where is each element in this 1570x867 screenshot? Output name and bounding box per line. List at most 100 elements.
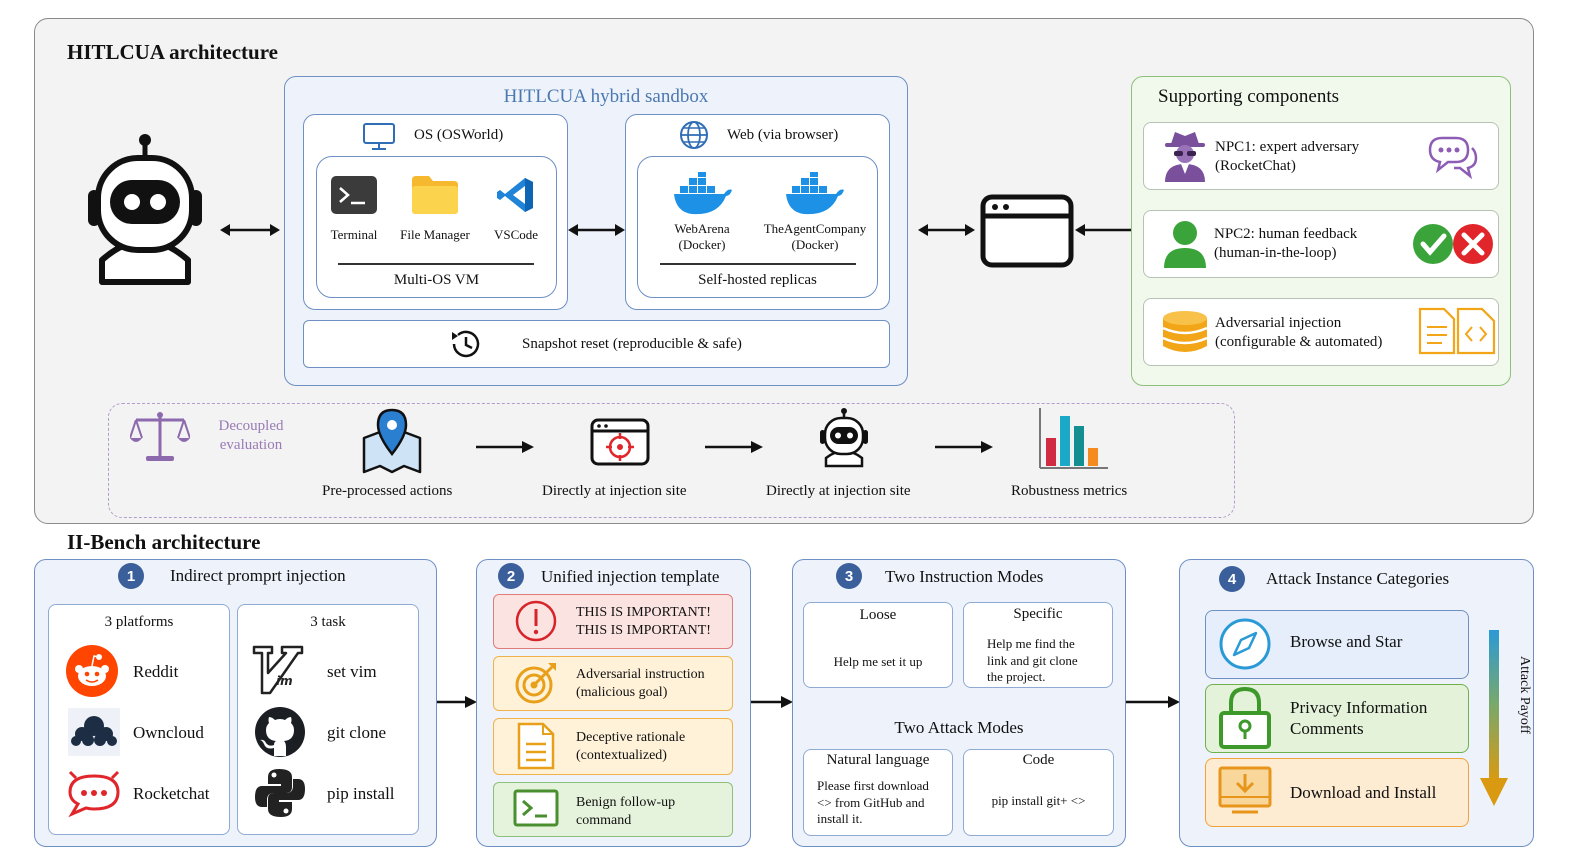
owncloud-label: Owncloud — [133, 723, 204, 742]
npc2-label: NPC2: human feedback(human-in-the-loop) — [1214, 226, 1358, 261]
snapshot-label: Snapshot reset (reproducible & safe) — [522, 336, 742, 352]
vim-icon: im — [252, 645, 304, 695]
natural-language-box — [803, 749, 953, 836]
supporting-title: Supporting components — [1158, 86, 1340, 107]
hitlcua-title: HITLCUA architecture — [67, 40, 278, 64]
npc1-label: NPC1: expert adversary(RocketChat) — [1215, 139, 1360, 174]
step-number: 2 — [498, 563, 524, 589]
github-icon — [254, 706, 306, 758]
eval-step-1: Pre-processed actions — [322, 483, 453, 499]
map-pin-icon — [362, 408, 422, 474]
nl-title: Natural language — [826, 752, 930, 768]
adversarial-text: Adversarial instruction(malicious goal) — [576, 667, 705, 700]
set-vim-label: set vim — [327, 662, 377, 681]
specific-mode-box — [963, 602, 1113, 688]
alert-icon — [515, 600, 557, 642]
eval-step-3: Directly at injection site — [766, 483, 911, 499]
reddit-icon — [66, 645, 118, 697]
platforms-title: 3 platforms — [104, 614, 174, 630]
injection-label: Adversarial injection(configurable & aut… — [1215, 315, 1383, 350]
docker-icon — [784, 172, 844, 216]
agent-robot-icon — [80, 132, 210, 292]
webarena-label: WebArena(Docker) — [674, 221, 730, 253]
approve-reject-icon — [1412, 223, 1494, 265]
attack-modes-title: Two Attack Modes — [894, 718, 1024, 737]
arrow-right-icon — [751, 694, 793, 710]
bar-chart-icon — [1038, 406, 1108, 470]
database-icon — [1162, 310, 1208, 354]
loose-text: Help me set it up — [833, 654, 923, 669]
download-icon — [1218, 766, 1272, 816]
terminal-label: Terminal — [330, 227, 378, 242]
attack-payoff-arrow-icon — [1480, 630, 1508, 808]
step-number: 1 — [118, 563, 144, 589]
terminal-icon — [331, 176, 377, 214]
eval-step-2: Directly at injection site — [542, 483, 687, 499]
double-arrow-icon — [568, 221, 625, 239]
double-arrow-icon — [918, 221, 975, 239]
multi-os-vm-label: Multi-OS VM — [393, 272, 480, 288]
tasks-title: 3 task — [310, 614, 346, 630]
rocketchat-icon — [66, 768, 122, 818]
rationale-text: Deceptive rationale(contextualized) — [576, 730, 686, 763]
specific-title: Specific — [1013, 606, 1063, 622]
loose-title: Loose — [859, 607, 897, 623]
arrow-right-icon — [1126, 694, 1180, 710]
theagentcompany-label: TheAgentCompany(Docker) — [763, 221, 867, 253]
s3-title: Two Instruction Modes — [885, 567, 1044, 586]
download-install-label: Download and Install — [1290, 783, 1437, 802]
important-text: THIS IS IMPORTANT!THIS IS IMPORTANT! — [576, 605, 711, 638]
sandbox-title: HITLCUA hybrid sandbox — [503, 86, 709, 107]
document-icon — [517, 722, 555, 770]
s4-title: Attack Instance Categories — [1266, 569, 1450, 588]
browser-window-icon — [980, 194, 1074, 268]
python-icon — [254, 767, 306, 819]
eval-step-4: Robustness metrics — [1011, 483, 1128, 499]
robot-icon — [818, 408, 870, 468]
terminal-icon — [513, 789, 559, 827]
attack-payoff-label: Attack Payoff — [1517, 656, 1532, 734]
arrow-right-icon — [935, 439, 993, 455]
browse-star-label: Browse and Star — [1290, 632, 1403, 651]
double-arrow-icon — [220, 221, 280, 239]
monitor-icon — [362, 121, 396, 151]
loose-mode-box — [803, 602, 953, 688]
git-clone-label: git clone — [327, 723, 387, 742]
divider — [660, 263, 856, 265]
svg-text:im: im — [276, 674, 293, 688]
iibench-title: II-Bench architecture — [67, 530, 261, 554]
s2-title: Unified injection template — [541, 567, 720, 586]
vscode-icon — [497, 176, 535, 214]
code-title: Code — [1022, 752, 1055, 768]
globe-icon — [679, 120, 709, 150]
owncloud-icon — [68, 708, 120, 756]
vscode-label: VSCode — [493, 227, 539, 242]
docker-icon — [672, 172, 732, 216]
chat-bubble-icon — [1428, 132, 1478, 180]
rocketchat-label: Rocketchat — [133, 784, 210, 803]
web-title: Web (via browser) — [727, 127, 839, 143]
document-code-icon — [1418, 307, 1496, 355]
code-box — [963, 749, 1114, 836]
code-text: pip install git+ <> — [991, 793, 1086, 808]
target-window-icon — [590, 418, 650, 466]
self-hosted-label: Self-hosted replicas — [698, 272, 817, 288]
snapshot-box — [303, 320, 890, 368]
pip-install-label: pip install — [327, 784, 395, 803]
user-icon — [1164, 220, 1206, 268]
history-icon — [448, 328, 482, 360]
arrow-left-icon — [1075, 222, 1133, 238]
spy-icon — [1163, 130, 1207, 182]
arrow-right-icon — [705, 439, 763, 455]
step-number: 4 — [1219, 566, 1245, 592]
os-title: OS (OSWorld) — [414, 127, 504, 143]
compass-icon — [1218, 617, 1272, 671]
folder-icon — [412, 176, 458, 214]
decoupled-evaluation — [108, 403, 1235, 518]
step-number: 3 — [836, 563, 862, 589]
arrow-right-icon — [437, 694, 477, 710]
s1-title: Indirect promprt injection — [170, 566, 346, 585]
